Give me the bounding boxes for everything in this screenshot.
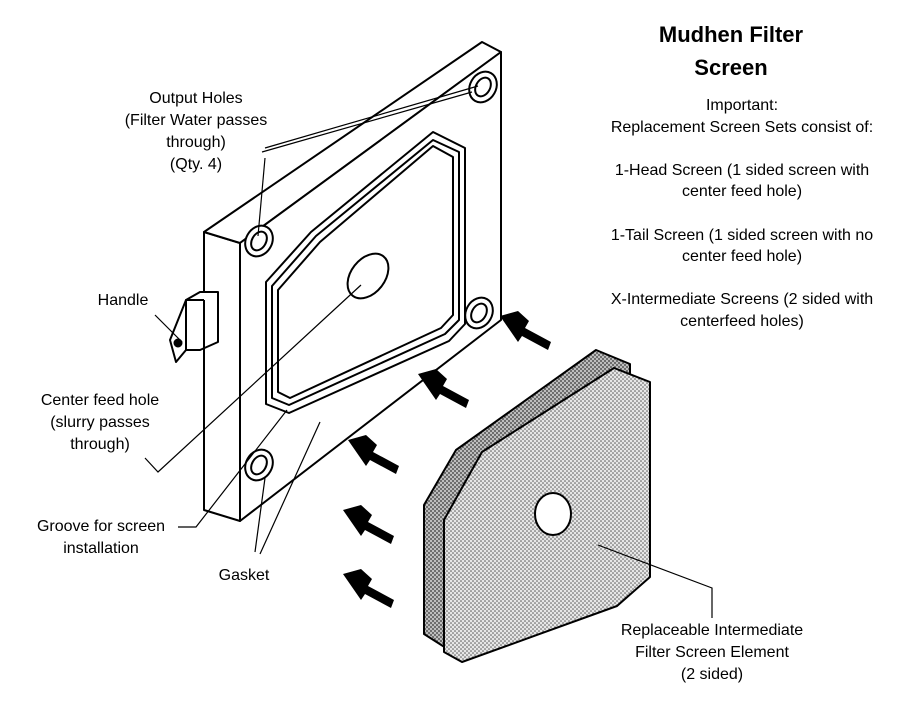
output-holes [244,70,498,482]
leader-center-feed [144,284,362,473]
groove-line [277,145,454,399]
groove-line-2: installation [63,540,139,557]
arrow-2 [418,369,469,408]
notes-heading: Important: [705,97,779,114]
leader-output-holes-a [264,85,479,149]
center-feed-line-1: Center feed hole [40,392,160,409]
title-line-1: Mudhen Filter [658,22,804,47]
leader-groove [178,409,288,528]
arrow-4 [343,505,394,544]
label-output-holes: Output Holes (Filter Water passes throug… [96,88,296,176]
notes-head-screen-2: center feed hole) [681,183,803,201]
output-hole-bottom-right [464,296,494,330]
notes-tail-screen-2: center feed hole) [681,248,803,266]
output-hole-top-right [468,70,498,104]
label-groove: Groove for screen installation [10,516,192,560]
output-hole-top-left [244,224,274,258]
notes-head-screen-1: 1-Head Screen (1 sided screen with [614,161,870,179]
replacement-notes: Important: Replacement Screen Sets consi… [572,95,912,333]
output-holes-line-3: through) [166,134,226,151]
center-feed-line-2: (slurry passes [50,414,150,431]
insertion-arrows [343,311,551,608]
screen-element-line-2: Filter Screen Element [635,644,789,661]
title-line-2: Screen [694,55,768,80]
leader-handle [154,314,183,343]
leader-screen-element [597,544,713,618]
arrow-5 [343,569,394,608]
notes-intermediate-2: centerfeed holes) [680,312,804,330]
center-feed-line-3: through) [70,436,130,453]
gasket-inner [271,139,460,406]
screen-element-line-1: Replaceable Intermediate [620,622,804,639]
diagram-title: Mudhen Filter Screen [600,18,862,84]
output-holes-line-4: (Qty. 4) [169,156,223,173]
leader-output-holes-b [261,91,473,153]
leader-gasket-a [254,477,266,553]
arrow-3 [348,435,399,474]
filter-screen-element [423,349,651,663]
screen-recess [265,131,466,414]
leader-output-holes-c [257,157,266,237]
screen-center-feed-hole [534,492,572,536]
label-center-feed-hole: Center feed hole (slurry passes through) [10,390,190,456]
leader-lines [144,85,713,618]
leader-gasket-b [259,421,321,555]
notes-tail-screen-1: 1-Tail Screen (1 sided screen with no [610,226,874,244]
notes-intro: Replacement Screen Sets consist of: [610,118,874,136]
groove-line-1: Groove for screen [36,518,166,535]
output-holes-line-2: (Filter Water passes [124,112,268,129]
notes-intermediate-1: X-Intermediate Screens (2 sided with [610,291,874,309]
output-hole-bottom-left [244,448,274,482]
label-handle: Handle [97,292,149,309]
label-screen-element: Replaceable Intermediate Filter Screen E… [586,620,838,686]
gasket-outer [265,131,466,414]
label-gasket: Gasket [218,567,270,584]
arrow-1 [500,311,551,350]
screen-element-line-3: (2 sided) [680,666,744,683]
output-holes-line-1: Output Holes [149,90,243,107]
handle [169,291,219,363]
